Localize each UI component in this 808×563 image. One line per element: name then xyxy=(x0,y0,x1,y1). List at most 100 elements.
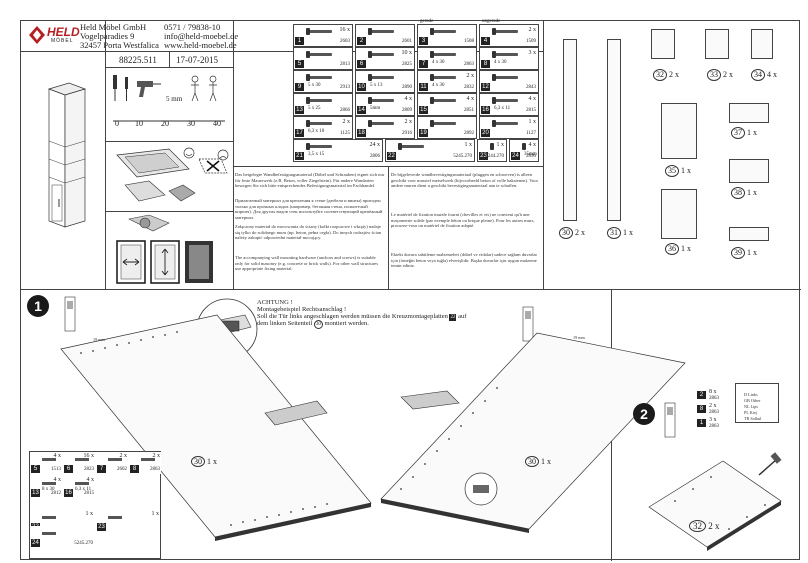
fitting-badge: 9 xyxy=(295,83,304,91)
fitting-code: 2863 xyxy=(709,410,719,415)
step1-assembly-illustration xyxy=(60,296,686,541)
fitting-badge: 16 xyxy=(481,106,490,114)
fitting-badge: 1 xyxy=(697,419,706,427)
header-divider xyxy=(21,51,543,52)
fitting-code: 2815 xyxy=(84,491,94,496)
screw-head-icon xyxy=(492,51,496,58)
fitting-qty: 2 x xyxy=(119,453,128,459)
screw-head-icon xyxy=(492,28,496,35)
screw-head-icon xyxy=(430,74,434,81)
fitting-badge: 21 xyxy=(295,152,304,160)
fitting-head-label: ungerade xyxy=(482,19,501,24)
fitting-code: 2843 xyxy=(526,85,536,90)
fitting-qty: 4 x xyxy=(53,453,62,459)
fitting-code: 2806 xyxy=(370,154,380,159)
logo-text: HELD xyxy=(47,25,80,39)
screw-icon xyxy=(308,99,332,102)
fitting-code: 1513 xyxy=(51,467,61,472)
screw-head-icon xyxy=(522,143,526,150)
screw-head-icon xyxy=(430,97,434,104)
part-qty: 2 x xyxy=(669,70,679,79)
fitting-code: 2813 xyxy=(340,62,350,67)
part-number: 36 xyxy=(665,243,679,255)
fitting-code: 2866 xyxy=(340,108,350,113)
step2-legend-line: NL Lips xyxy=(744,404,758,409)
step-2-number: 2 xyxy=(633,403,655,425)
fitting-code: 1127 xyxy=(526,131,536,136)
fitting-code: 5245.270 xyxy=(74,541,93,546)
step1-warning-line2-text: Soll die Tür links angeschlagen werden m… xyxy=(257,313,448,320)
article-date: 17-07-2015 xyxy=(176,55,218,65)
part-qty: 1 x xyxy=(747,248,757,257)
ruler-tick: 20 xyxy=(161,119,169,128)
screw-head-icon xyxy=(306,97,310,104)
fitting-qty: 10 x xyxy=(401,50,413,56)
fitting-badge: 24 xyxy=(31,539,40,547)
column-divider-left xyxy=(105,21,106,289)
instruction-sheet: HELD MÖBEL Held Möbel GmbH Vogelparadies… xyxy=(20,19,801,561)
fitting-badge: 24 xyxy=(511,152,520,160)
fitting-badge: 8 xyxy=(481,60,490,68)
fitting-size: 4 x 30 xyxy=(432,60,445,65)
part-38-panel xyxy=(729,159,769,183)
step1-warning-line2: Soll die Tür links angeschlagen werden m… xyxy=(257,313,466,321)
fitting-badge: 4 xyxy=(481,37,490,45)
step1-warning-line1: Montagebeispiel Rechtsanschlag ! xyxy=(257,306,347,313)
hinge-divider xyxy=(105,211,233,212)
fitting-badge: 6 xyxy=(64,465,73,473)
screw-icon xyxy=(108,516,122,519)
part-33-panel xyxy=(705,29,729,59)
part-number: 32 xyxy=(653,69,667,81)
ruler-tick: 0 xyxy=(115,119,119,128)
fitting-size: 3,5 x 15 xyxy=(308,152,325,157)
part-39-panel xyxy=(729,227,769,241)
step1-warning-title: ACHTUNG ! xyxy=(257,299,293,306)
fitting-qty: 4 x xyxy=(86,477,95,483)
fitting-badge: 20 xyxy=(481,129,490,137)
step1-warning-line3-text: dem linken Seitenteil xyxy=(257,320,313,327)
fitting-code: 5244.270 xyxy=(485,154,504,159)
screw-icon xyxy=(42,458,56,461)
part-number: 30 xyxy=(559,227,573,239)
fitting-qty: 1 x xyxy=(464,142,473,148)
fitting-qty: 8 x xyxy=(709,389,717,395)
part-qty: 1 x xyxy=(747,188,757,197)
fitting-code: 2601 xyxy=(402,39,412,44)
screw-icon xyxy=(308,145,332,148)
fitting-code: 2863 xyxy=(464,62,474,67)
ruler: 0 10 20 30 40 xyxy=(115,119,229,129)
step1-part-left-qty: 1 x xyxy=(207,457,217,466)
part-number: 34 xyxy=(751,69,765,81)
fitting-badge: 3 xyxy=(419,37,428,45)
screw-head-icon xyxy=(430,28,434,35)
fitting-badge: 6 xyxy=(357,60,366,68)
fitting-qty: 4 x xyxy=(53,477,62,483)
fitting-code: 2913 xyxy=(340,85,350,90)
fitting-size: 5 x 13 xyxy=(370,83,383,88)
wall-note-tr: Ekteki duvara sabitleme malzemeleri (düb… xyxy=(391,252,538,269)
fitting-badge: 12 xyxy=(481,83,490,91)
screw-head-icon xyxy=(368,97,372,104)
fitting-qty: 1 x xyxy=(496,142,505,148)
steps-divider xyxy=(21,289,801,290)
part-30-panel xyxy=(563,39,577,221)
part-qty: 1 x xyxy=(681,166,691,175)
step1-warning-line3: dem linken Seitenteil 30 montiert werden… xyxy=(257,320,369,329)
part-number: 33 xyxy=(707,69,721,81)
screw-icon xyxy=(432,76,456,79)
part-number: 37 xyxy=(731,127,745,139)
